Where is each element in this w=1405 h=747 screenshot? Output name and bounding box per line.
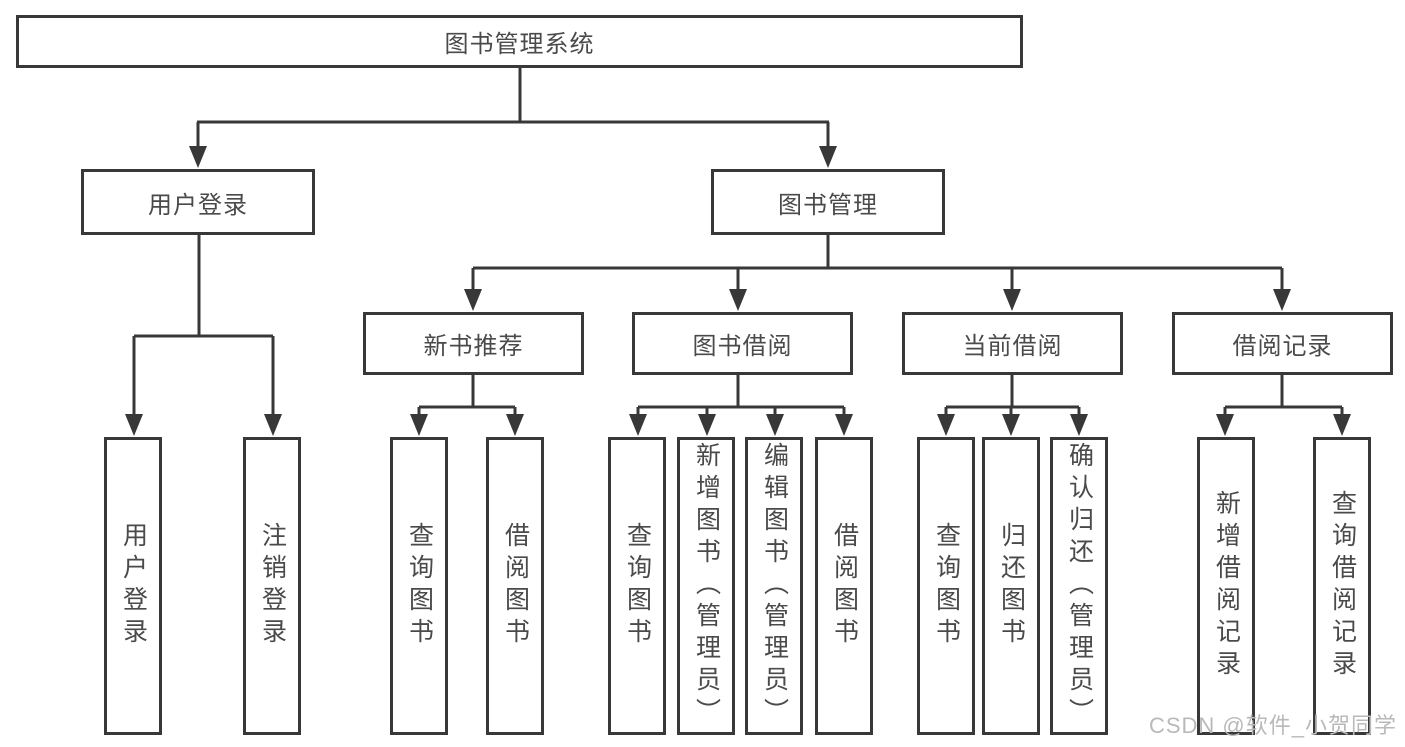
leaf-query-books-current-label: 查询图书 (932, 522, 961, 650)
node-new-book-recommend-label: 新书推荐 (423, 333, 524, 360)
node-root-system: 图书管理系统 (16, 15, 1023, 68)
leaf-add-borrow-record-label: 新增借阅记录 (1212, 490, 1241, 682)
leaf-add-book-admin: 新增图书（管理员） (677, 437, 735, 735)
leaf-add-book-admin-label: 新增图书（管理员） (692, 442, 721, 730)
leaf-confirm-return-admin-label: 确认归还（管理员） (1065, 442, 1094, 730)
leaf-add-borrow-record: 新增借阅记录 (1197, 437, 1255, 735)
leaf-user-login: 用户登录 (104, 437, 162, 735)
leaf-query-borrow-record: 查询借阅记录 (1313, 437, 1371, 735)
leaf-query-borrow-record-label: 查询借阅记录 (1328, 490, 1357, 682)
node-current-borrow-label: 当前借阅 (962, 333, 1063, 360)
leaf-borrow-books: 借阅图书 (815, 437, 873, 735)
node-user-login-label: 用户登录 (148, 191, 248, 219)
leaf-logout: 注销登录 (243, 437, 301, 735)
node-user-login: 用户登录 (81, 169, 315, 235)
node-book-borrow-label: 图书借阅 (692, 333, 793, 360)
leaf-logout-label: 注销登录 (258, 522, 287, 650)
leaf-return-books-label: 归还图书 (997, 522, 1026, 650)
node-book-management: 图书管理 (711, 169, 945, 235)
leaf-borrow-books-recommend-label: 借阅图书 (501, 522, 530, 650)
leaf-return-books: 归还图书 (982, 437, 1040, 735)
leaf-query-books-borrow-label: 查询图书 (623, 522, 652, 650)
leaf-confirm-return-admin: 确认归还（管理员） (1050, 437, 1108, 735)
leaf-edit-book-admin-label: 编辑图书（管理员） (760, 442, 789, 730)
node-current-borrow: 当前借阅 (902, 312, 1123, 375)
leaf-query-books-recommend-label: 查询图书 (405, 522, 434, 650)
node-book-management-label: 图书管理 (778, 191, 878, 219)
leaf-query-books-borrow: 查询图书 (608, 437, 666, 735)
leaf-query-books-recommend: 查询图书 (390, 437, 448, 735)
leaf-query-books-current: 查询图书 (917, 437, 975, 735)
leaf-user-login-label: 用户登录 (119, 522, 148, 650)
watermark: CSDN @软件_小贺同学 (1148, 713, 1397, 738)
node-borrow-records-label: 借阅记录 (1232, 333, 1333, 360)
node-book-borrow: 图书借阅 (632, 312, 853, 375)
node-new-book-recommend: 新书推荐 (363, 312, 584, 375)
leaf-borrow-books-recommend: 借阅图书 (486, 437, 544, 735)
node-root-label: 图书管理系统 (444, 31, 595, 58)
leaf-edit-book-admin: 编辑图书（管理员） (745, 437, 803, 735)
node-borrow-records: 借阅记录 (1172, 312, 1393, 375)
leaf-borrow-books-label: 借阅图书 (830, 522, 859, 650)
